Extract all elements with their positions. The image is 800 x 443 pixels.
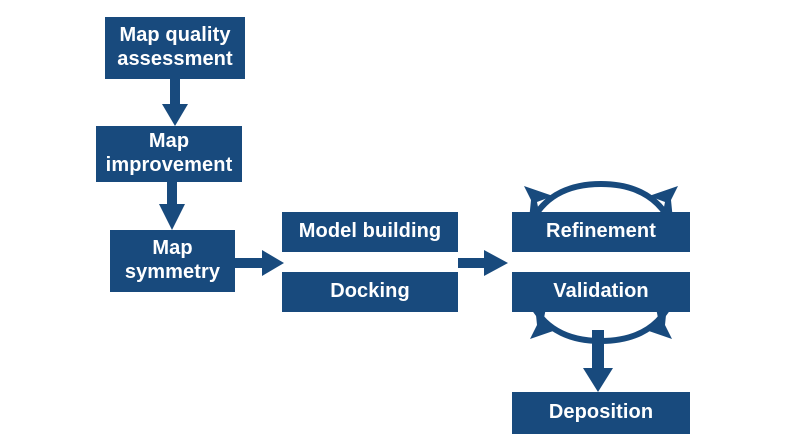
node-label: Model building <box>298 220 442 243</box>
node-model-building[interactable]: Model building <box>282 212 458 252</box>
node-map-symmetry[interactable]: Map symmetry <box>110 230 235 292</box>
node-label: Validation <box>553 280 649 303</box>
node-map-quality-assessment[interactable]: Map quality assessment <box>105 17 245 79</box>
node-docking[interactable]: Docking <box>282 272 458 312</box>
node-deposition[interactable]: Deposition <box>512 392 690 434</box>
node-label: Deposition <box>548 401 654 424</box>
refinement-validation-gap <box>512 252 690 272</box>
node-label: Docking <box>330 280 410 303</box>
node-label: Map improvement <box>105 130 233 176</box>
arrow-improvement-to-symmetry <box>159 182 185 230</box>
node-validation[interactable]: Validation <box>512 272 690 312</box>
node-refinement[interactable]: Refinement <box>512 212 690 252</box>
node-map-improvement[interactable]: Map improvement <box>96 126 242 182</box>
node-label: Map quality assessment <box>117 24 233 70</box>
arrow-quality-to-improvement <box>162 79 188 126</box>
node-label: Map symmetry <box>124 237 221 283</box>
arrow-validation-to-deposition <box>583 330 613 392</box>
arrow-symmetry-to-building <box>235 250 284 276</box>
arrow-building-to-refinement <box>458 250 508 276</box>
node-label: Refinement <box>546 220 656 243</box>
